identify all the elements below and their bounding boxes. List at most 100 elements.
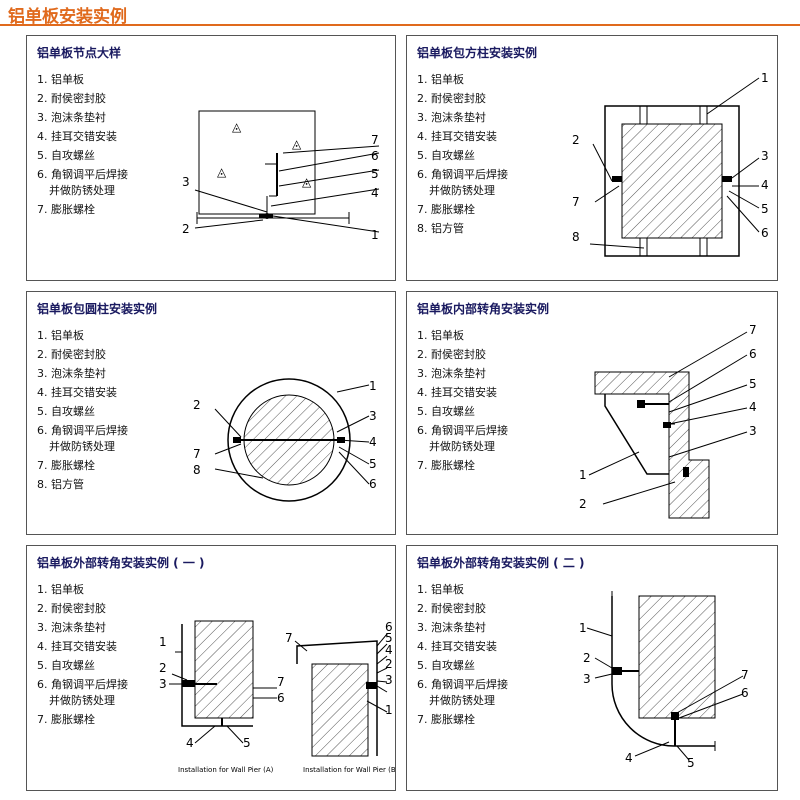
callout-label: 1 (159, 635, 167, 649)
legend-item: 3. 泡沫条垫衬 (417, 367, 486, 380)
callout-label: 3 (583, 672, 591, 686)
panel-line-b (296, 640, 378, 756)
legend-item: 2. 耐侯密封胶 (417, 348, 486, 361)
legend-item: 7. 膨胀螺栓 (417, 713, 475, 726)
legend-item: 并做防锈处理 (429, 184, 495, 197)
callout-label: 5 (371, 167, 379, 181)
legend-item: 1. 铝单板 (37, 329, 84, 342)
legend-item: 1. 铝单板 (417, 583, 464, 596)
legend-item: 4. 挂耳交错安装 (417, 130, 497, 143)
panel-inner-corner: 铝单板内部转角安装实例 1. 铝单板 2. 耐侯密封胶 3. 泡沫条垫衬 4. … (406, 291, 778, 535)
legend-item: 并做防锈处理 (49, 440, 115, 453)
callout-label: 1 (579, 468, 587, 482)
callout-label: 1 (579, 621, 587, 635)
legend-item: 6. 角钢调平后焊接 (37, 678, 128, 691)
callout-label: 4 (749, 400, 757, 414)
legend-list: 1. 铝单板 2. 耐侯密封胶 3. 泡沫条垫衬 4. 挂耳交错安装 5. 自攻… (417, 580, 508, 729)
legend-item: 2. 耐侯密封胶 (417, 602, 486, 615)
legend-item: 并做防锈处理 (49, 184, 115, 197)
legend-item: 2. 耐侯密封胶 (417, 92, 486, 105)
callout-label: 1 (369, 379, 377, 393)
title-underline (0, 24, 800, 26)
legend-item: 6. 角钢调平后焊接 (37, 168, 128, 181)
cladding-ring (227, 378, 351, 502)
callout-label: 6 (749, 347, 757, 361)
callout-label: 7 (371, 133, 379, 147)
callout-label: 3 (182, 175, 190, 189)
legend-item: 3. 泡沫条垫衬 (417, 621, 486, 634)
leader-line (706, 77, 760, 115)
legend-item: 6. 角钢调平后焊接 (417, 678, 508, 691)
legend-item: 5. 自攻螺丝 (417, 659, 475, 672)
wall-pier-a (194, 620, 254, 719)
legend-item: 并做防锈处理 (429, 440, 495, 453)
legend-item: 7. 膨胀螺栓 (37, 203, 95, 216)
callout-label: 4 (369, 435, 377, 449)
callout-label: 6 (741, 686, 749, 700)
legend-item: 6. 角钢调平后焊接 (417, 168, 508, 181)
legend-item: 1. 铝单板 (417, 329, 464, 342)
legend-item: 4. 挂耳交错安装 (417, 386, 497, 399)
callout-label: 5 (687, 756, 695, 770)
panel-line-a (181, 624, 253, 727)
callout-label: 2 (572, 133, 580, 147)
legend-item: 8. 铝方管 (417, 222, 464, 235)
legend-list: 1. 铝单板 2. 耐侯密封胶 3. 泡沫条垫衬 4. 挂耳交错安装 5. 自攻… (417, 326, 508, 475)
svg-text:◬: ◬ (302, 175, 312, 189)
callout-label: 6 (277, 691, 285, 705)
callout-label: 5 (385, 631, 393, 645)
caption-a: Installation for Wall Pier (A) (178, 766, 274, 774)
legend-item: 7. 膨胀螺栓 (417, 203, 475, 216)
callout-label: 6 (369, 477, 377, 491)
panel-square-column: 铝单板包方柱安装实例 1. 铝单板 2. 耐侯密封胶 3. 泡沫条垫衬 4. 挂… (406, 35, 778, 281)
legend-item: 4. 挂耳交错安装 (37, 386, 117, 399)
wall-corner (594, 371, 710, 519)
callout-label: 7 (749, 323, 757, 337)
callout-label: 1 (371, 228, 379, 242)
page-title: 铝单板安装实例 (8, 7, 127, 27)
legend-list: 1. 铝单板 2. 耐侯密封胶 3. 泡沫条垫衬 4. 挂耳交错安装 5. 自攻… (37, 70, 128, 219)
callout-label: 8 (193, 463, 201, 477)
callout-label: 4 (625, 751, 633, 765)
callout-label: 5 (243, 736, 251, 750)
concrete-block (198, 110, 316, 215)
outer-corner-1-drawing: 1 2 3 7 6 4 5 7 6 5 4 2 3 1 Installation… (159, 620, 395, 774)
outer-corner-2-drawing: 1 2 3 7 6 4 5 (579, 591, 749, 770)
callout-label: 3 (369, 409, 377, 423)
panel-title: 铝单板外部转角安装实例 ( 二 ) (417, 556, 585, 570)
callout-label: 7 (572, 195, 580, 209)
callout-label: 6 (761, 226, 769, 240)
callout-label: 1 (761, 71, 769, 85)
column-core (621, 123, 723, 239)
callout-label: 2 (385, 657, 393, 671)
callout-label: 2 (159, 661, 167, 675)
wall-pier-b (311, 663, 369, 757)
legend-item: 7. 膨胀螺栓 (417, 459, 475, 472)
panel-node-detail: 铝单板节点大样 1. 铝单板 2. 耐侯密封胶 3. 泡沫条垫衬 4. 挂耳交错… (26, 35, 396, 281)
legend-item: 4. 挂耳交错安装 (417, 640, 497, 653)
callout-label: 2 (583, 651, 591, 665)
legend-list: 1. 铝单板 2. 耐侯密封胶 3. 泡沫条垫衬 4. 挂耳交错安装 5. 自攻… (417, 70, 508, 238)
legend-item: 3. 泡沫条垫衬 (37, 367, 106, 380)
legend-item: 2. 耐侯密封胶 (37, 348, 106, 361)
leader-line (336, 384, 370, 393)
panel-title: 铝单板节点大样 (37, 46, 122, 60)
legend-item: 并做防锈处理 (49, 694, 115, 707)
legend-item: 3. 泡沫条垫衬 (37, 621, 106, 634)
legend-item: 1. 铝单板 (37, 73, 84, 86)
legend-item: 5. 自攻螺丝 (417, 149, 475, 162)
panel-title: 铝单板包方柱安装实例 (417, 46, 538, 60)
leader-line (668, 331, 748, 378)
callout-label: 2 (579, 497, 587, 511)
legend-item: 3. 泡沫条垫衬 (37, 111, 106, 124)
callout-label: 7 (193, 447, 201, 461)
callout-label: 2 (193, 398, 201, 412)
callout-label: 3 (385, 673, 393, 687)
callout-label: 8 (572, 230, 580, 244)
leader-line (586, 627, 613, 637)
legend-item: 3. 泡沫条垫衬 (417, 111, 486, 124)
leader-line (282, 145, 380, 154)
node-detail-drawing: ◬ ◬ ◬ ◬ 7 6 5 4 1 3 2 (182, 110, 380, 242)
legend-item: 4. 挂耳交错安装 (37, 640, 117, 653)
legend-item: 1. 铝单板 (37, 583, 84, 596)
